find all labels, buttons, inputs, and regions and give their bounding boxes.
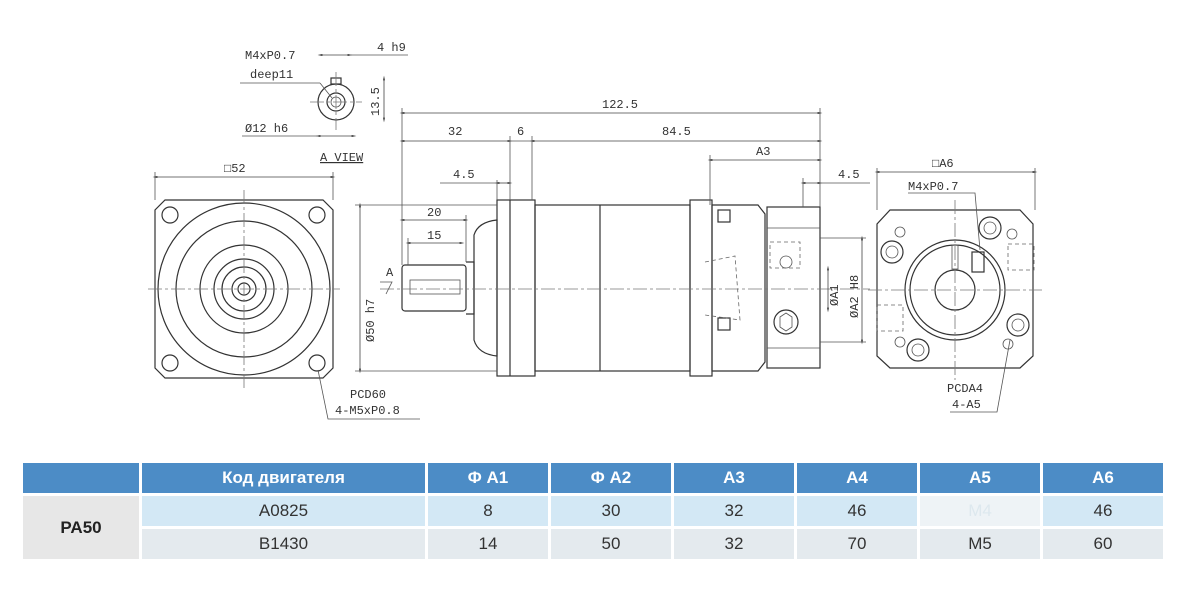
- flange-holes-label: 4-A5: [952, 398, 981, 412]
- cell: A0825: [142, 496, 425, 526]
- flange-square-label: □A6: [932, 157, 954, 171]
- view-a-marker: A: [386, 266, 394, 280]
- dim-a1: ØA1: [828, 284, 842, 306]
- a-view-shaft-dia-label: Ø12 h6: [245, 122, 288, 136]
- header-a1: Φ A1: [428, 463, 548, 493]
- cell: 32: [674, 529, 794, 559]
- header-motor-code: Код двигателя: [142, 463, 425, 493]
- cell: M4: [920, 496, 1040, 526]
- dim-84-5: 84.5: [662, 125, 691, 139]
- a-view: M4xP0.7 deep11 4 h9 13.5 Ø12 h6 A VIEW: [240, 41, 408, 165]
- table-row: B1430 14 50 32 70 M5 60: [23, 529, 1163, 559]
- a-view-height-label: 13.5: [369, 87, 383, 116]
- a-view-thread-label: M4xP0.7: [245, 49, 295, 63]
- header-a2: Φ A2: [551, 463, 671, 493]
- flange-view: □A6 M4xP0.7 PCDA4 4-A5: [868, 157, 1042, 413]
- cell: 60: [1043, 529, 1163, 559]
- a-view-key-width-label: 4 h9: [377, 41, 406, 55]
- cell: 70: [797, 529, 917, 559]
- dim-4-5-right: 4.5: [838, 168, 860, 182]
- dim-a3: A3: [756, 145, 770, 159]
- front-square-label: □52: [224, 162, 246, 176]
- dim-pilot-dia: Ø50 h7: [364, 299, 378, 342]
- cell: 50: [551, 529, 671, 559]
- flange-thread-label: M4xP0.7: [908, 180, 958, 194]
- cell: 8: [428, 496, 548, 526]
- technical-drawing: M4xP0.7 deep11 4 h9 13.5 Ø12 h6 A VIEW □…: [148, 41, 1042, 420]
- cell: M5: [920, 529, 1040, 559]
- header-a5: A5: [920, 463, 1040, 493]
- table-row: PA50 A0825 8 30 32 46 M4 46: [23, 496, 1163, 559]
- dim-4-5-left: 4.5: [453, 168, 475, 182]
- cell: 46: [1043, 496, 1163, 526]
- dim-a2: ØA2 H8: [848, 275, 862, 318]
- a-view-depth-label: deep11: [250, 68, 293, 82]
- cell: 32: [674, 496, 794, 526]
- front-pcd-label: PCD60: [350, 388, 386, 402]
- table-header-row: Код двигателя Φ A1 Φ A2 A3 A4 A5 A6: [23, 463, 1163, 493]
- dim-6: 6: [517, 125, 524, 139]
- dim-32: 32: [448, 125, 462, 139]
- cell: 30: [551, 496, 671, 526]
- front-holes-label: 4-M5xP0.8: [335, 404, 400, 418]
- front-view: □52 PCD60 4-M5xP0.8: [148, 162, 420, 420]
- dim-20: 20: [427, 206, 441, 220]
- dim-total-length: 122.5: [602, 98, 638, 112]
- header-empty: [23, 463, 139, 493]
- cell: 14: [428, 529, 548, 559]
- header-a6: A6: [1043, 463, 1163, 493]
- dim-15: 15: [427, 229, 441, 243]
- cell: B1430: [142, 529, 425, 559]
- header-a4: A4: [797, 463, 917, 493]
- flange-pcd-label: PCDA4: [947, 382, 983, 396]
- a-view-title: A VIEW: [320, 151, 364, 165]
- cell: 46: [797, 496, 917, 526]
- side-view: 122.5 32 6 84.5 4.5 20 15 Ø50 h7 A A3 4.…: [355, 98, 870, 377]
- dimension-table: Код двигателя Φ A1 Φ A2 A3 A4 A5 A6 PA50…: [20, 460, 1166, 562]
- model-cell: PA50: [23, 496, 139, 559]
- header-a3: A3: [674, 463, 794, 493]
